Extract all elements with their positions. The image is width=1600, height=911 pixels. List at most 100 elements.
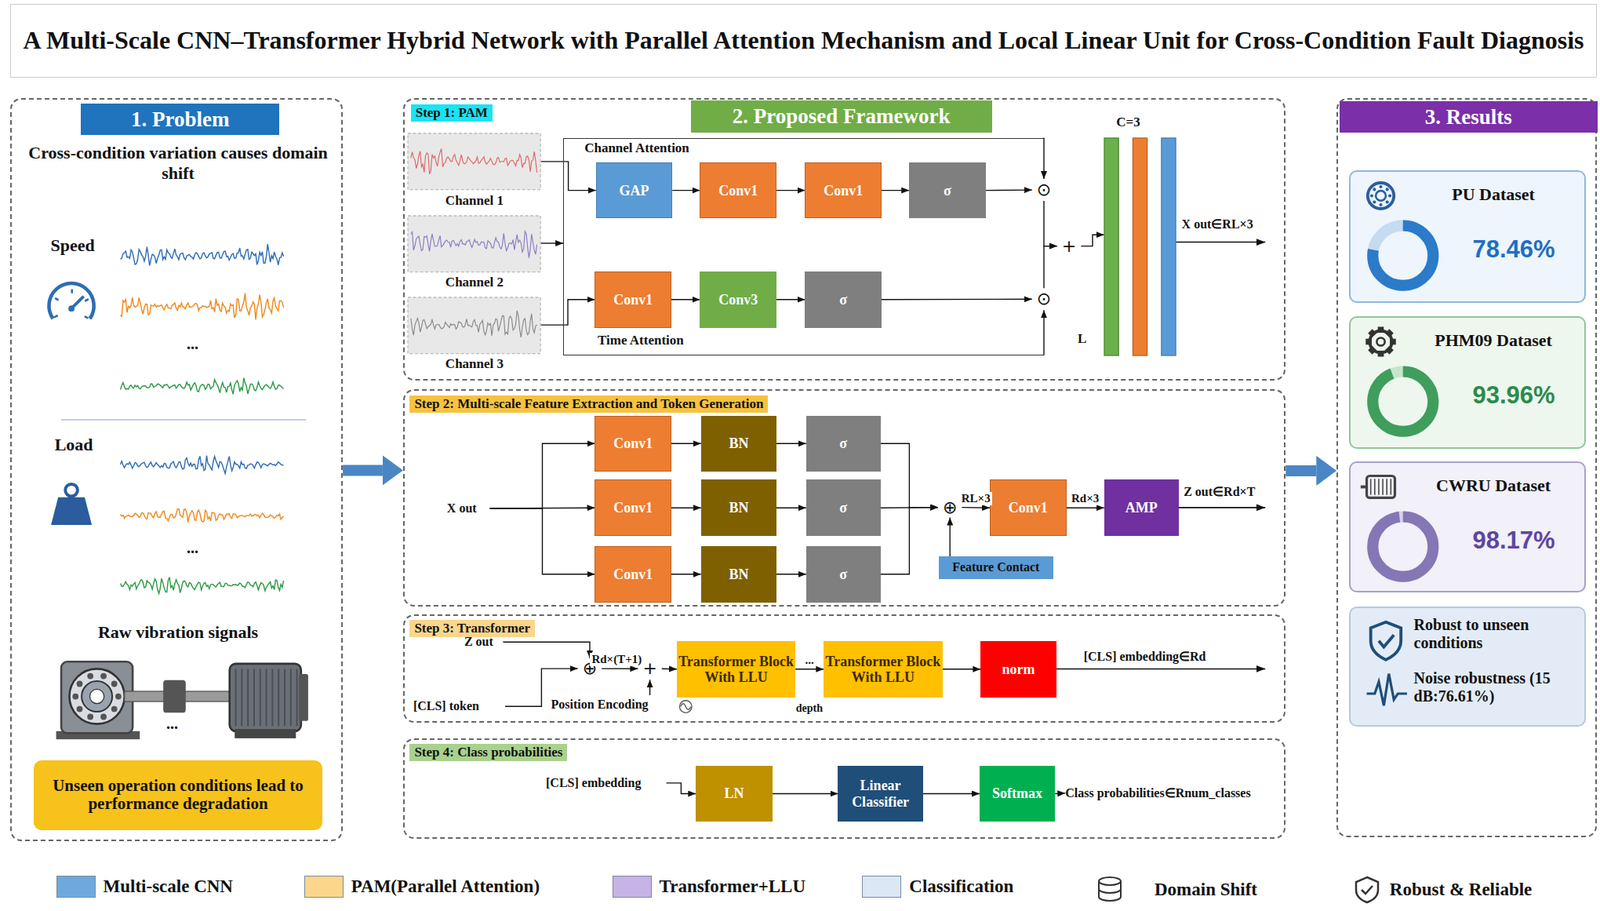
edge-label: RL×3 <box>960 491 993 506</box>
process-box: C=3L <box>1104 114 1176 356</box>
process-box: BN <box>701 545 777 603</box>
legend-text: Robust & Reliable <box>1389 879 1532 900</box>
connector <box>1066 507 1105 509</box>
motor-fin <box>259 668 262 726</box>
title: A Multi-Scale CNN–Transformer Hybrid Net… <box>23 25 1585 56</box>
legend-item: Robust & Reliable <box>1352 875 1532 904</box>
bearing-icon <box>1372 200 1376 204</box>
flow-arrow <box>1285 465 1317 477</box>
connector <box>541 161 597 191</box>
donut-arc <box>1372 371 1433 432</box>
connector <box>923 792 980 794</box>
connector <box>502 641 590 659</box>
connector <box>672 189 700 191</box>
output-arrow <box>1056 668 1266 670</box>
gauge-tick <box>70 288 73 293</box>
connector <box>776 298 806 300</box>
process-box: Conv1 <box>989 479 1067 536</box>
motor-icon <box>1370 478 1372 495</box>
free-label: depth <box>796 701 823 715</box>
connector <box>1043 246 1058 289</box>
bearing-housing <box>61 661 133 733</box>
pulse-icon <box>1366 672 1407 706</box>
process-box: 2. Proposed Framework <box>690 100 993 134</box>
process-box: Transformer Block With LLU <box>676 640 796 698</box>
connector <box>601 667 638 670</box>
legend-icon <box>1094 875 1125 904</box>
gauge-tick <box>54 315 59 317</box>
connector <box>1043 309 1044 355</box>
process-box: Conv3 <box>699 271 777 328</box>
connector <box>1080 234 1104 246</box>
connector <box>541 242 564 244</box>
label-text: σ <box>839 291 848 308</box>
title-box: A Multi-Scale CNN–Transformer Hybrid Net… <box>10 3 1597 78</box>
motor-fin <box>283 668 286 726</box>
edge-label: ... <box>803 653 816 667</box>
label-text: 98.17% <box>1447 526 1581 555</box>
label-text: Time Attention <box>597 332 684 349</box>
sine-icon <box>679 700 692 713</box>
gauge-tick <box>84 316 88 319</box>
bearing-icon <box>1375 190 1386 201</box>
label-text: Transformer Block With LLU <box>676 653 796 685</box>
bearing-ball <box>72 693 79 700</box>
connector <box>881 298 1033 301</box>
panel: Step 3: TransformerZ out[CLS] token⊕+Pos… <box>403 614 1286 723</box>
free-label: ... <box>186 538 199 557</box>
bearing-ball <box>76 705 84 713</box>
process-box: [CLS] embedding <box>545 773 667 792</box>
label-text: C=3 <box>1116 114 1140 131</box>
process-box: Unseen operation conditions lead to perf… <box>33 760 323 830</box>
label-text: BN <box>728 566 749 582</box>
bearing-bore <box>89 688 104 703</box>
motor-icon <box>1390 478 1393 495</box>
legend-item: Multi-scale CNN <box>56 875 233 898</box>
process-box: Channel 2 <box>407 215 541 295</box>
label-text: 3. Results <box>1339 101 1598 133</box>
bearing-icon <box>1378 203 1382 207</box>
process-box: Conv1 <box>594 479 672 536</box>
connector <box>942 668 982 670</box>
result-card: PHM09 Dataset93.96% <box>1349 316 1586 449</box>
connector <box>1054 792 1066 794</box>
label-text: Conv3 <box>718 291 758 308</box>
label-text: Channel 1 <box>407 192 541 209</box>
label-text: 1. Problem <box>80 103 279 135</box>
shield-icon <box>1361 885 1373 894</box>
vibration-signal <box>120 508 284 522</box>
legend-text: Classification <box>909 876 1014 897</box>
output-arrow <box>1178 506 1266 509</box>
connector <box>490 508 596 575</box>
label-text: Conv1 <box>613 566 653 582</box>
label-text: X out <box>447 501 477 516</box>
connector <box>949 517 950 557</box>
label-text: LN <box>724 785 745 801</box>
connector <box>880 443 939 507</box>
label-text: + <box>642 659 657 677</box>
connector <box>661 668 677 670</box>
process-box: BN <box>701 415 777 473</box>
bearing-icon <box>1385 200 1390 204</box>
label-text: σ <box>943 182 952 199</box>
motor-fin <box>235 668 237 726</box>
result-card: CWRU Dataset98.17% <box>1349 461 1586 593</box>
process-box: ⊙ <box>1032 287 1056 310</box>
edge-label: Rd×(T+1) <box>589 652 644 666</box>
label-text: + <box>1061 237 1077 255</box>
process-box: Position Encoding <box>551 694 677 713</box>
node-art <box>1104 114 1176 356</box>
label-text: Load <box>54 434 94 455</box>
label-text: Conv1 <box>823 182 863 199</box>
bearing-ball <box>111 705 118 713</box>
connector <box>671 573 702 575</box>
process-box: BN <box>701 479 777 536</box>
label-text: ⊙ <box>1036 181 1051 199</box>
process-box: Feature Contact <box>938 556 1054 579</box>
gear-icon <box>1376 338 1385 346</box>
process-box: X out <box>447 498 491 519</box>
process-box: σ <box>804 271 882 328</box>
connector <box>961 506 990 509</box>
